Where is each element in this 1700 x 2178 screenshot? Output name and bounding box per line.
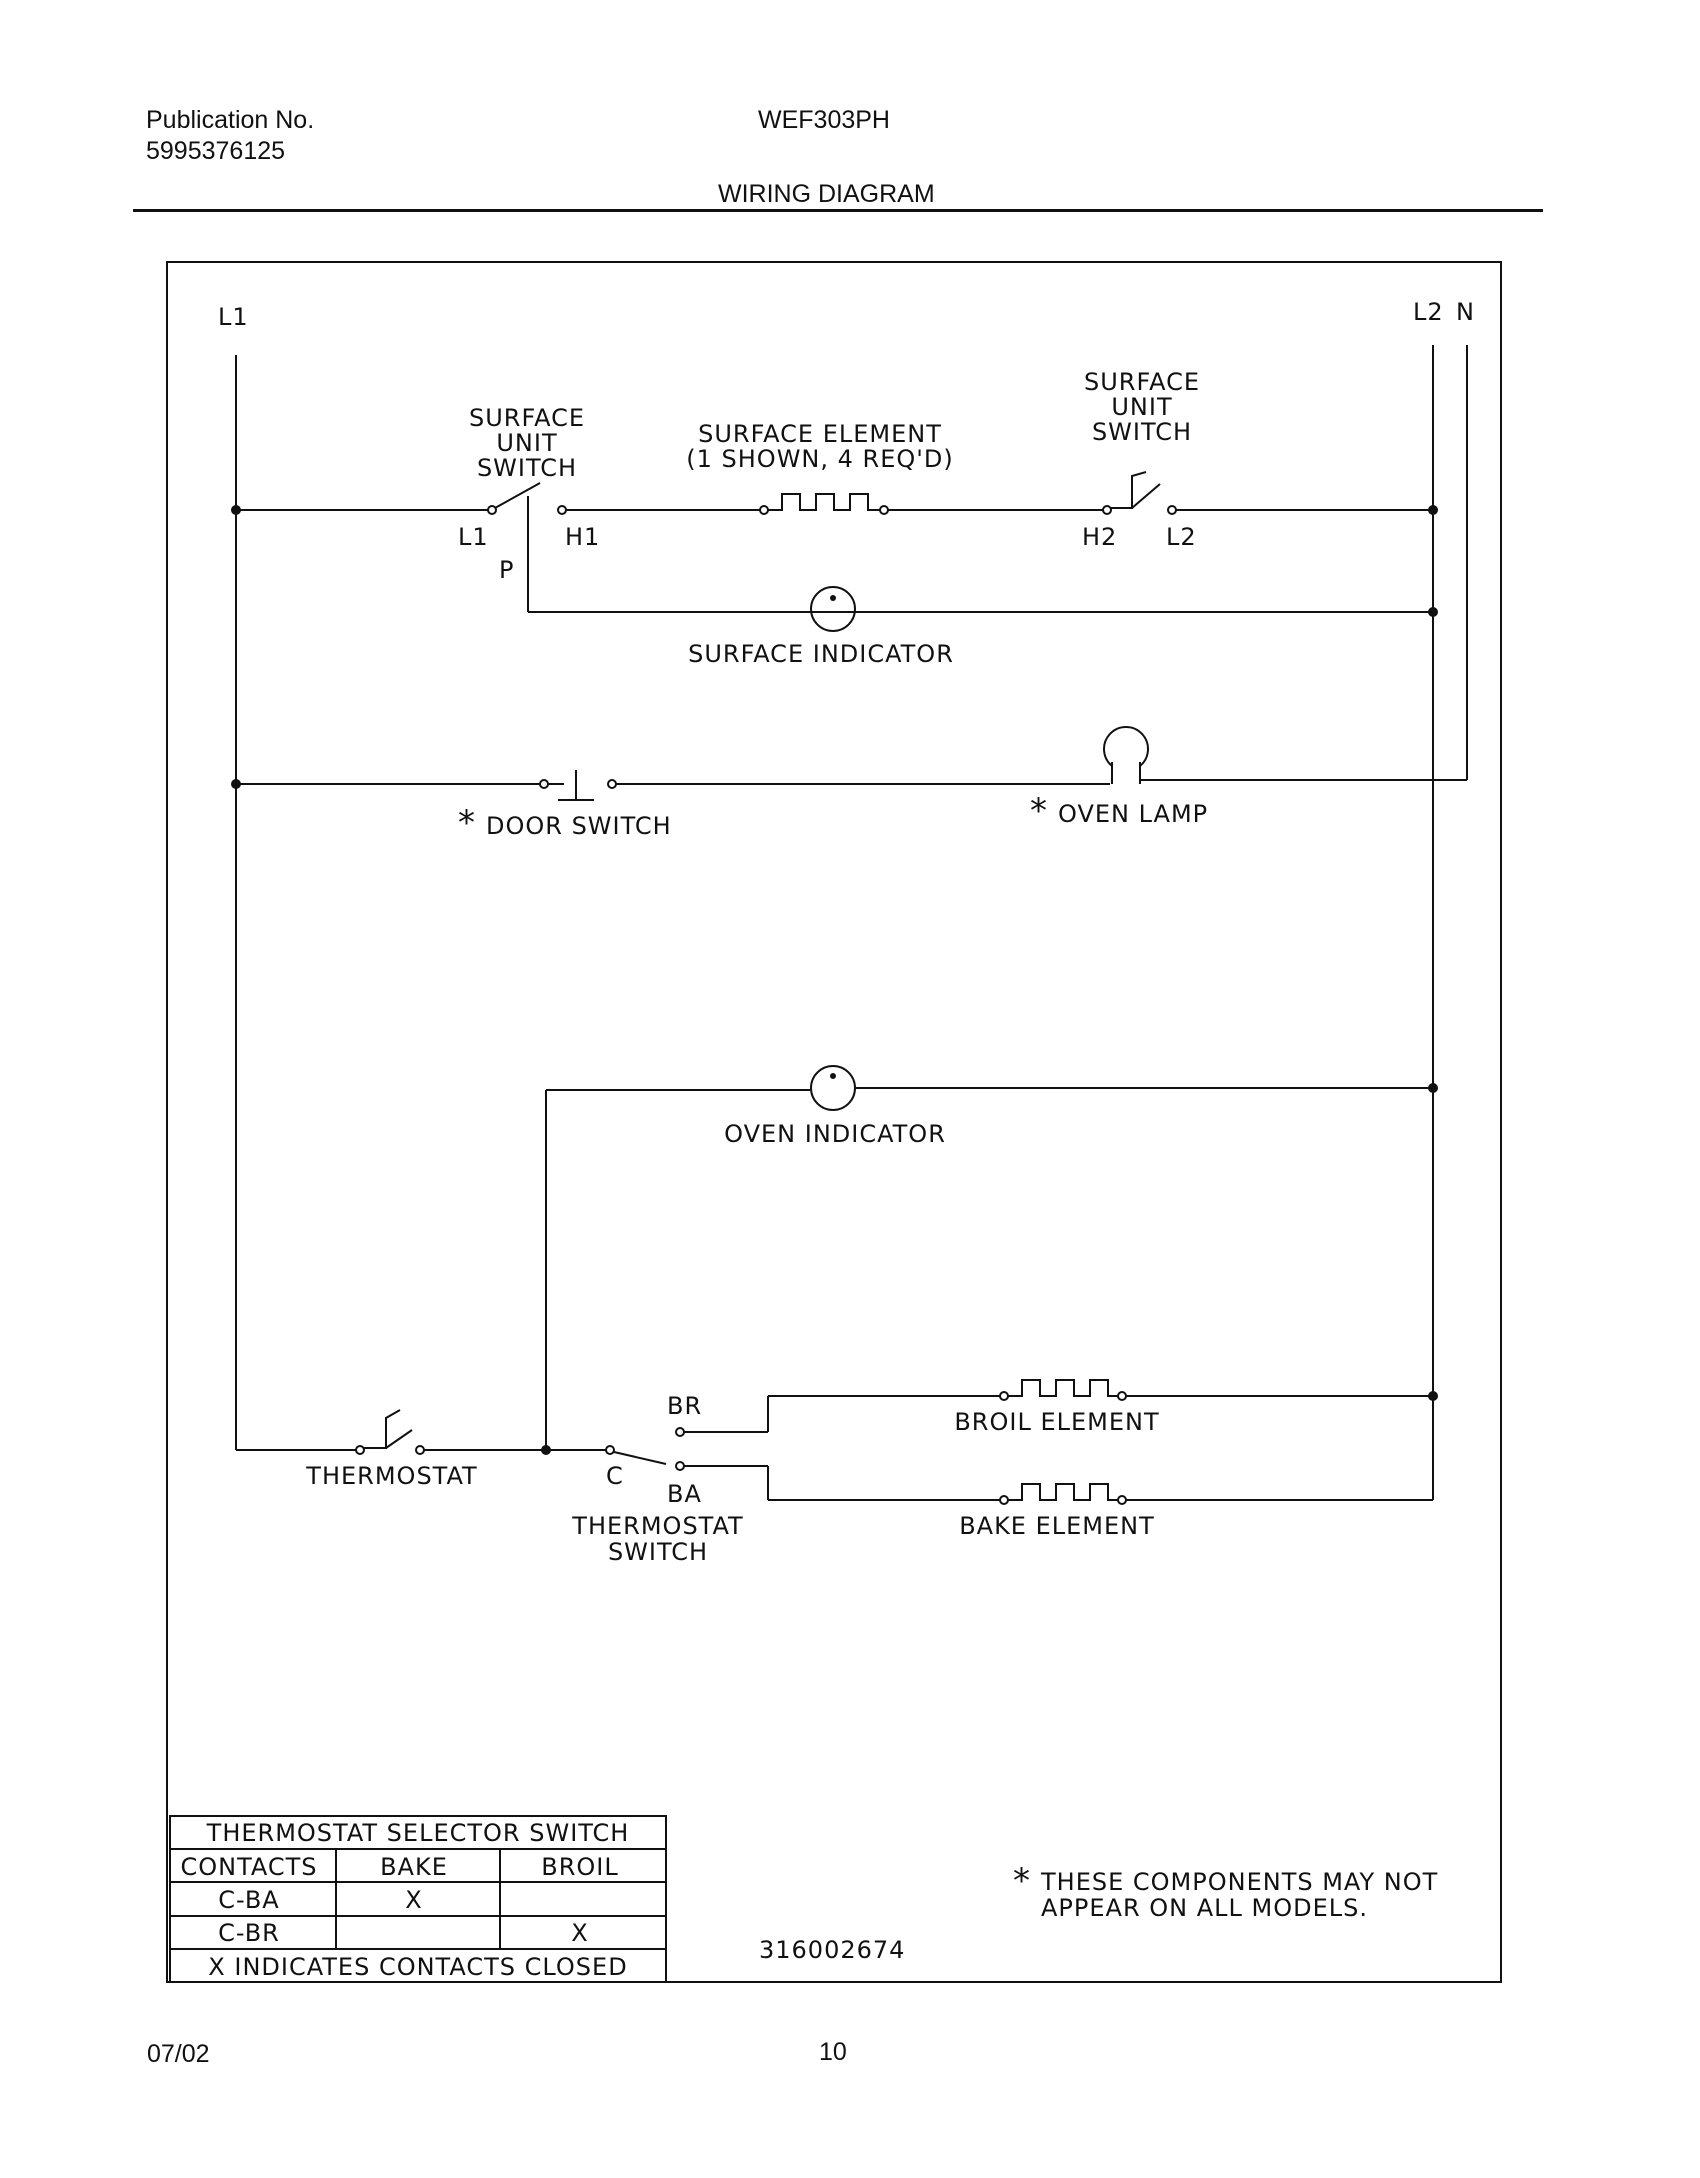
oven-lamp-label: OVEN LAMP: [1058, 800, 1208, 828]
terminal-h2: H2: [1082, 523, 1117, 551]
l2-label: L2: [1413, 298, 1444, 326]
surface-switch-left-title3: SWITCH: [477, 454, 577, 482]
diagram-frame: [166, 261, 1502, 1983]
selector-table: [169, 1815, 667, 1983]
note-line-1: THESE COMPONENTS MAY NOT: [1040, 1868, 1438, 1896]
thermostat-symbol: [364, 1409, 413, 1449]
terminal-l1: L1: [458, 523, 489, 551]
surface-switch-blade: [494, 482, 541, 509]
surface-indicator-label: SURFACE INDICATOR: [688, 640, 954, 668]
selector-table-title: THERMOSTAT SELECTOR SWITCH: [206, 1819, 630, 1847]
publication-label: Publication No.: [146, 106, 315, 134]
bake-element-symbol: [1008, 1483, 1118, 1501]
page-number: 10: [819, 2038, 847, 2066]
surface-switch-right-title2: UNIT: [1111, 393, 1172, 421]
oven-lamp-symbol: [1103, 726, 1149, 767]
note-line-2: APPEAR ON ALL MODELS.: [1041, 1894, 1368, 1922]
table-cell-c-br: C-BR: [218, 1919, 280, 1947]
thermostat-switch-terminal-c: C: [606, 1462, 624, 1490]
n-label: N: [1456, 298, 1475, 326]
broil-element-label: BROIL ELEMENT: [954, 1408, 1159, 1436]
oven-lamp-asterisk: *: [1030, 791, 1047, 831]
terminal-p: P: [499, 556, 514, 584]
thermostat-switch-title2: SWITCH: [608, 1538, 708, 1566]
table-cell-c-ba-bake: X: [405, 1886, 422, 1914]
thermostat-label: THERMOSTAT: [305, 1462, 477, 1490]
surface-switch-left-title2: UNIT: [496, 429, 557, 457]
door-switch-label: DOOR SWITCH: [486, 812, 672, 840]
model-number: WEF303PH: [758, 106, 890, 134]
thermostat-switch-blade: [613, 1451, 667, 1465]
publication-number: 5995376125: [146, 137, 286, 165]
bake-element-label: BAKE ELEMENT: [959, 1512, 1155, 1540]
table-header-bake: BAKE: [380, 1853, 448, 1881]
surface-switch-right-title3: SWITCH: [1092, 418, 1192, 446]
oven-indicator-label: OVEN INDICATOR: [724, 1120, 946, 1148]
surface-indicator-symbol: [810, 586, 856, 632]
surface-element-label: SURFACE ELEMENT: [698, 420, 942, 448]
surface-switch-right-title1: SURFACE: [1084, 368, 1200, 396]
broil-element-symbol: [1008, 1379, 1118, 1397]
l1-label: L1: [218, 303, 249, 331]
terminal-h1: H1: [565, 523, 600, 551]
door-switch-symbol: [548, 770, 594, 801]
table-cell-c-ba: C-BA: [218, 1886, 279, 1914]
note-asterisk: *: [1013, 1861, 1030, 1901]
header-rule: [133, 209, 1543, 212]
surface-element-quantity: (1 SHOWN, 4 REQ'D): [686, 445, 953, 473]
thermostat-switch-terminal-br: BR: [667, 1392, 702, 1420]
surface-element-symbol: [768, 493, 880, 511]
thermostat-switch-title1: THERMOSTAT: [571, 1512, 743, 1540]
page-title: WIRING DIAGRAM: [718, 180, 935, 208]
surface-switch-left-title1: SURFACE: [469, 404, 585, 432]
table-footnote: X INDICATES CONTACTS CLOSED: [208, 1953, 627, 1981]
terminal-l2: L2: [1166, 523, 1197, 551]
table-header-broil: BROIL: [541, 1853, 618, 1881]
footer-date: 07/02: [147, 2040, 210, 2068]
oven-indicator-symbol: [810, 1065, 856, 1111]
thermostat-switch-terminal-ba: BA: [667, 1480, 702, 1508]
table-cell-c-br-broil: X: [571, 1919, 588, 1947]
surface-switch-right-symbol: [1110, 471, 1161, 509]
table-header-contacts: CONTACTS: [180, 1853, 317, 1881]
part-number: 316002674: [759, 1936, 905, 1964]
door-switch-asterisk: *: [458, 803, 475, 843]
